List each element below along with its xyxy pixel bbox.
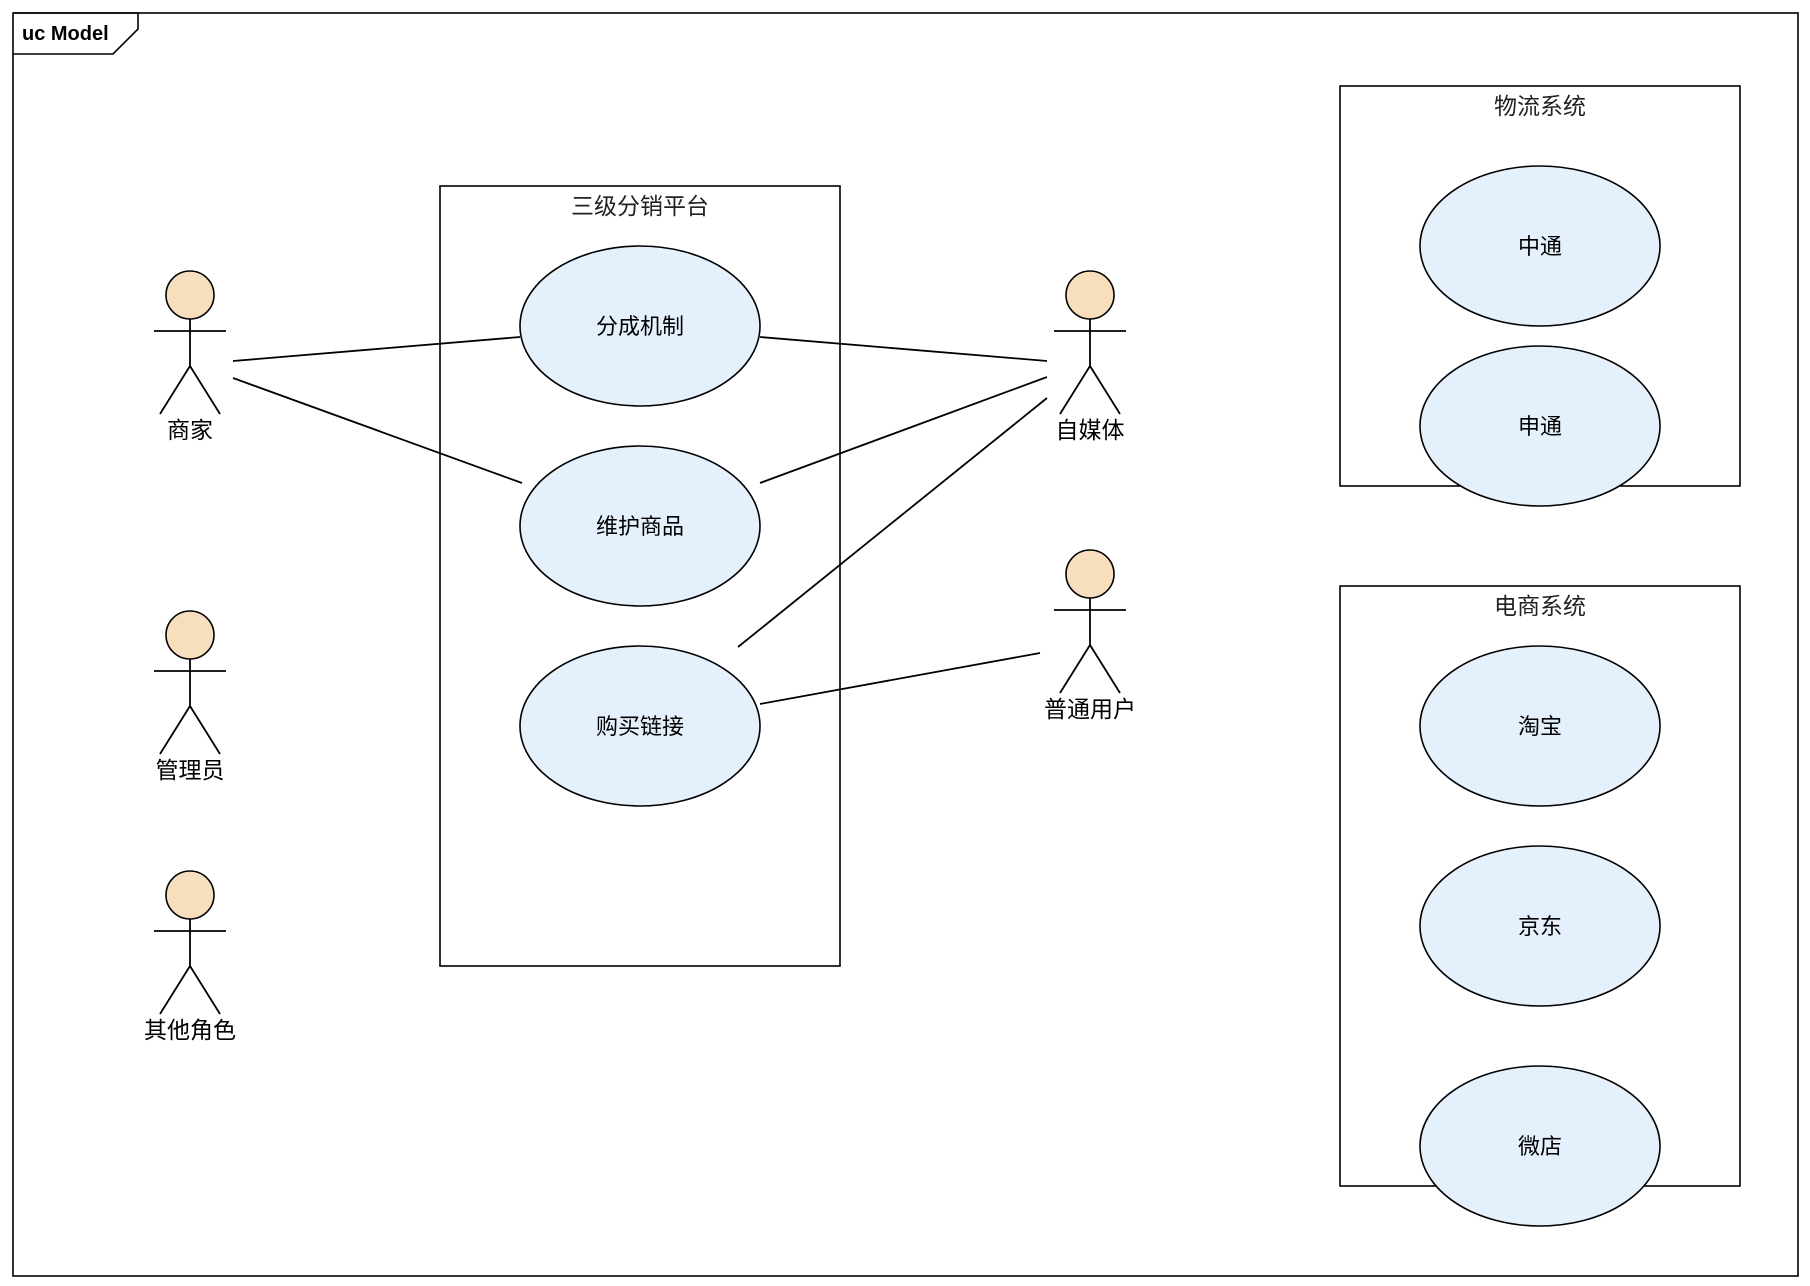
use-case-label: 微店 [1518, 1135, 1562, 1160]
assoc-purchase-link-self-media [737, 397, 1048, 648]
use-case-zto[interactable]: 中通 [1419, 165, 1661, 327]
system-title-logistics: 物流系统 [1494, 94, 1586, 120]
use-case-weidian[interactable]: 微店 [1419, 1065, 1661, 1227]
system-title-ecommerce: 电商系统 [1494, 594, 1586, 620]
use-case-purchase-link[interactable]: 购买链接 [519, 645, 761, 807]
model-frame: uc Model [12, 12, 1799, 1277]
actor-user[interactable]: 普通用户 [1044, 549, 1136, 723]
actor-admin[interactable]: 管理员 [154, 610, 226, 784]
actor-self-media[interactable]: 自媒体 [1054, 270, 1126, 444]
frame-title: uc Model [22, 23, 109, 45]
system-distribution-platform: 三级分销平台 [439, 185, 841, 967]
actor-label: 商家 [167, 418, 213, 444]
use-case-maintain-goods[interactable]: 维护商品 [519, 445, 761, 607]
use-case-label: 分成机制 [596, 315, 684, 340]
system-logistics: 物流系统 [1339, 85, 1741, 487]
assoc-merchant-maintain-goods [232, 377, 523, 484]
actor-head-icon [165, 610, 215, 660]
use-case-label: 中通 [1518, 235, 1562, 260]
use-case-label: 淘宝 [1518, 715, 1562, 740]
use-case-label: 维护商品 [596, 515, 684, 540]
assoc-maintain-goods-self-media [759, 376, 1048, 484]
actor-label: 自媒体 [1056, 418, 1125, 444]
actor-label: 管理员 [156, 758, 225, 784]
use-case-label: 购买链接 [596, 715, 684, 740]
actor-label: 普通用户 [1044, 697, 1136, 723]
use-case-label: 申通 [1518, 415, 1562, 440]
use-case-jd[interactable]: 京东 [1419, 845, 1661, 1007]
use-case-label: 京东 [1518, 915, 1562, 940]
actor-label: 其他角色 [144, 1018, 236, 1044]
use-case-taobao[interactable]: 淘宝 [1419, 645, 1661, 807]
use-case-revenue-share[interactable]: 分成机制 [519, 245, 761, 407]
actor-head-icon [1065, 549, 1115, 599]
actor-merchant[interactable]: 商家 [154, 270, 226, 444]
actor-other[interactable]: 其他角色 [144, 870, 236, 1044]
system-title-distribution: 三级分销平台 [571, 194, 709, 220]
actor-head-icon [165, 870, 215, 920]
assoc-merchant-revenue-share [232, 336, 521, 362]
actor-head-icon [165, 270, 215, 320]
assoc-revenue-share-self-media [759, 336, 1048, 362]
associations [232, 336, 1048, 705]
use-case-sto[interactable]: 申通 [1419, 345, 1661, 507]
actor-head-icon [1065, 270, 1115, 320]
assoc-purchase-link-user [759, 652, 1041, 705]
